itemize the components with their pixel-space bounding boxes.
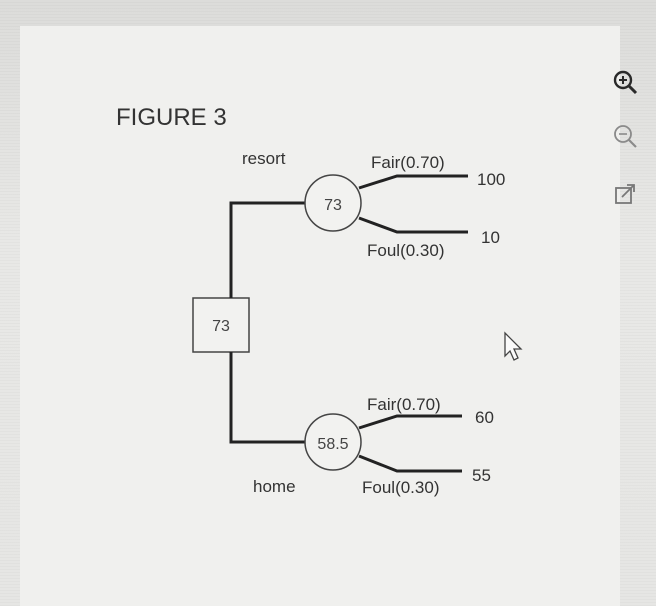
payoff-resort-fair: 100: [477, 170, 505, 189]
external-link-icon: [615, 184, 635, 204]
decision-node: [192, 297, 250, 353]
decision-node-value: 73: [212, 318, 230, 335]
figure-title: FIGURE 3: [116, 104, 227, 131]
outcome-label-home-fair: Fair(0.70): [367, 395, 441, 414]
branch-line-resort: [229, 201, 306, 298]
zoom-in-icon: [613, 70, 638, 95]
outcome-line-home-foul: [358, 454, 462, 473]
branch-label-home: home: [253, 477, 296, 496]
outcome-line-resort-foul: [358, 216, 468, 234]
figure-panel: [20, 26, 620, 606]
chance-node-resort: [304, 174, 362, 232]
zoom-out-icon: [614, 125, 637, 148]
payoff-home-fair: 60: [475, 408, 494, 427]
external-link-button[interactable]: [611, 180, 639, 208]
outcome-label-resort-foul: Foul(0.30): [367, 241, 444, 260]
zoom-in-button[interactable]: [611, 68, 639, 96]
outcome-label-home-foul: Foul(0.30): [362, 478, 439, 497]
branch-label-resort: resort: [242, 149, 286, 168]
chance-node-value-resort: 73: [324, 197, 342, 214]
chance-node-home: [304, 413, 362, 471]
mouse-cursor-icon: [504, 331, 523, 361]
chance-node-value-home: 58.5: [317, 436, 348, 453]
outcome-label-resort-fair: Fair(0.70): [371, 153, 445, 172]
payoff-resort-foul: 10: [481, 228, 500, 247]
branch-line-home: [229, 352, 306, 444]
payoff-home-foul: 55: [472, 466, 491, 485]
zoom-out-button[interactable]: [611, 122, 639, 150]
outcome-line-home-fair: [358, 414, 462, 430]
outcome-line-resort-fair: [358, 174, 468, 190]
